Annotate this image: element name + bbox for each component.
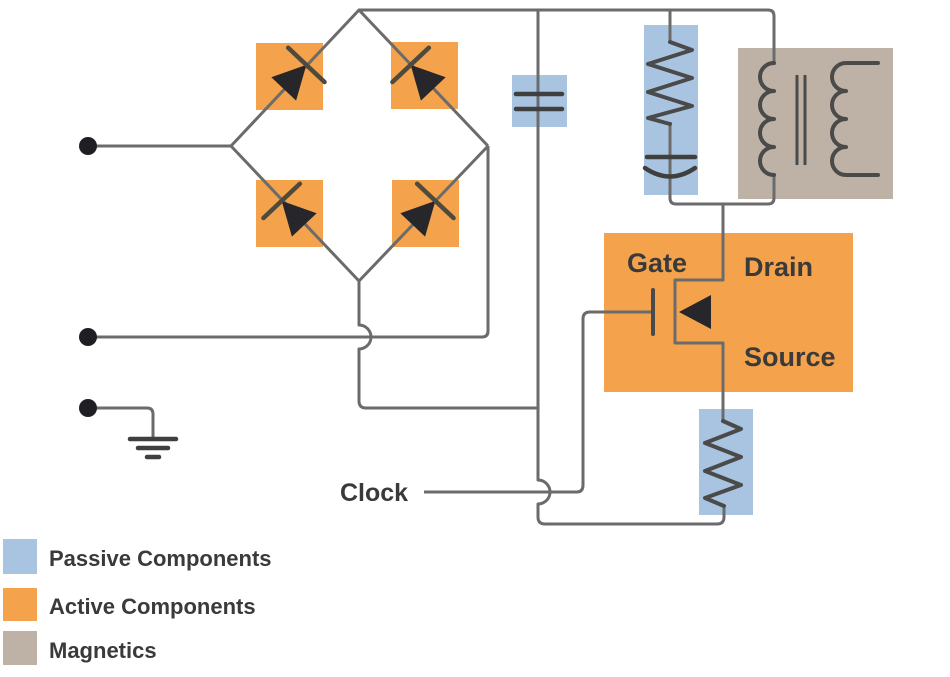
wire-bridge-return [357,281,538,410]
mosfet-icon [651,288,711,336]
legend-swatch-magnetics [3,631,37,665]
legend-label-passive: Passive Components [49,546,272,571]
transformer-primary-winding [758,61,776,177]
mosfet-drain-label: Drain [744,252,813,282]
wire-mosfet-channel [673,204,725,421]
input-terminal-1 [79,137,97,155]
input-terminal-3 [79,399,97,417]
mosfet-gate-label: Gate [627,248,687,278]
earth-ground-icon [127,436,179,460]
filter-capacitor-icon [513,91,565,112]
rc-resistor-symbol [646,40,694,126]
diode-bottom-right-icon [400,181,456,237]
rc-capacitor-curved-plate [642,165,698,179]
rc-network-icon [642,40,698,179]
source-resistor-symbol [703,419,743,508]
wire-top-rail [359,8,776,65]
wire-input2 [88,146,490,339]
mosfet-source-label: Source [744,342,836,372]
transformer-icon [758,61,880,177]
diode-bridge [261,45,456,237]
diode-top-left-icon [271,45,327,101]
legend-label-active: Active Components [49,594,256,619]
transformer-secondary-winding [830,61,880,177]
diode-top-right-icon [390,45,446,101]
wire-input3-ground [88,406,155,439]
input-terminal-2 [79,328,97,346]
wires [88,8,776,526]
diode-bottom-left-icon [261,181,317,237]
transformer-core [795,75,807,165]
mosfet-arrow [679,295,711,329]
legend-swatch-passive [3,539,37,574]
wire-cap-branch-and-bottom-rail [536,10,726,526]
clock-label: Clock [340,479,408,507]
wire-clock-to-gate [424,310,651,494]
legend-swatch-active [3,588,37,621]
legend: Passive Components Active Components Mag… [3,539,272,665]
legend-label-magnetics: Magnetics [49,638,157,663]
